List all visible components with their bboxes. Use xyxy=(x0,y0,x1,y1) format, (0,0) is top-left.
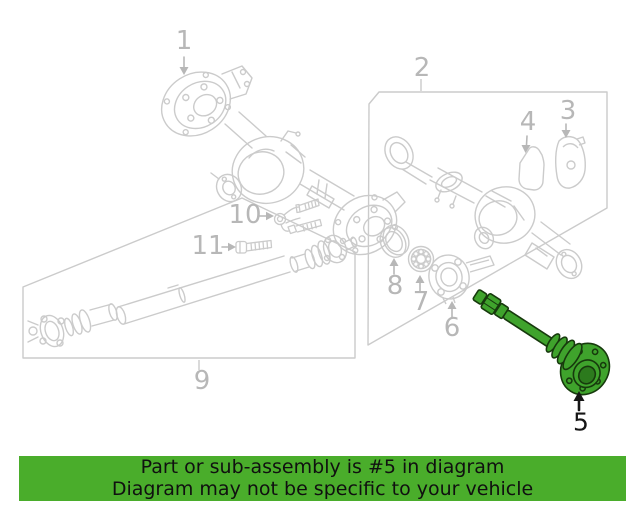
part-11-bolt-drawing xyxy=(235,239,273,254)
callout-11-arrow xyxy=(221,242,236,252)
callout-1: 1 xyxy=(175,26,193,56)
callout-6-arrow xyxy=(447,301,457,318)
callout-8-arrow xyxy=(389,258,399,275)
banner-line-2: Diagram may not be specific to your vehi… xyxy=(111,477,534,500)
callout-3-arrow xyxy=(561,123,571,138)
callout-10-arrow xyxy=(258,211,274,221)
disclaimer-banner: Part or sub-assembly is #5 in diagram Di… xyxy=(19,456,626,501)
part-3-cover-drawing xyxy=(554,136,586,189)
group-box-9-outline xyxy=(22,197,356,370)
part-10-bolts-drawing xyxy=(273,198,323,235)
callout-9: 9 xyxy=(193,366,211,396)
callout-10: 10 xyxy=(228,200,262,230)
part-8-seal-drawing xyxy=(379,224,410,258)
callout-arrows xyxy=(179,56,585,412)
callout-7-arrow xyxy=(415,275,425,292)
callout-5-highlighted: 5 xyxy=(573,407,589,437)
callout-6: 6 xyxy=(443,313,461,343)
part-6-retainer-drawing xyxy=(428,254,495,305)
part-4-gasket-drawing xyxy=(518,146,545,191)
callout-3: 3 xyxy=(559,96,577,126)
axle-housing-2-drawing xyxy=(384,136,583,280)
callout-7: 7 xyxy=(412,287,430,317)
driveshaft-9-drawing xyxy=(27,234,358,348)
callout-11: 11 xyxy=(191,231,225,261)
axle-assembly-1-drawing xyxy=(160,65,406,256)
callout-2: 2 xyxy=(413,53,431,83)
banner-line-1: Part or sub-assembly is #5 in diagram xyxy=(140,456,505,478)
callout-5-arrow xyxy=(573,391,585,412)
callout-4-arrow xyxy=(521,135,531,153)
part-7-bearing-drawing xyxy=(407,245,435,273)
callout-1-arrow xyxy=(179,56,189,75)
part-5-axle-shaft-highlighted xyxy=(472,289,611,396)
group-box-2-outline xyxy=(367,79,608,346)
callout-8: 8 xyxy=(386,271,404,301)
callout-4: 4 xyxy=(519,107,537,137)
